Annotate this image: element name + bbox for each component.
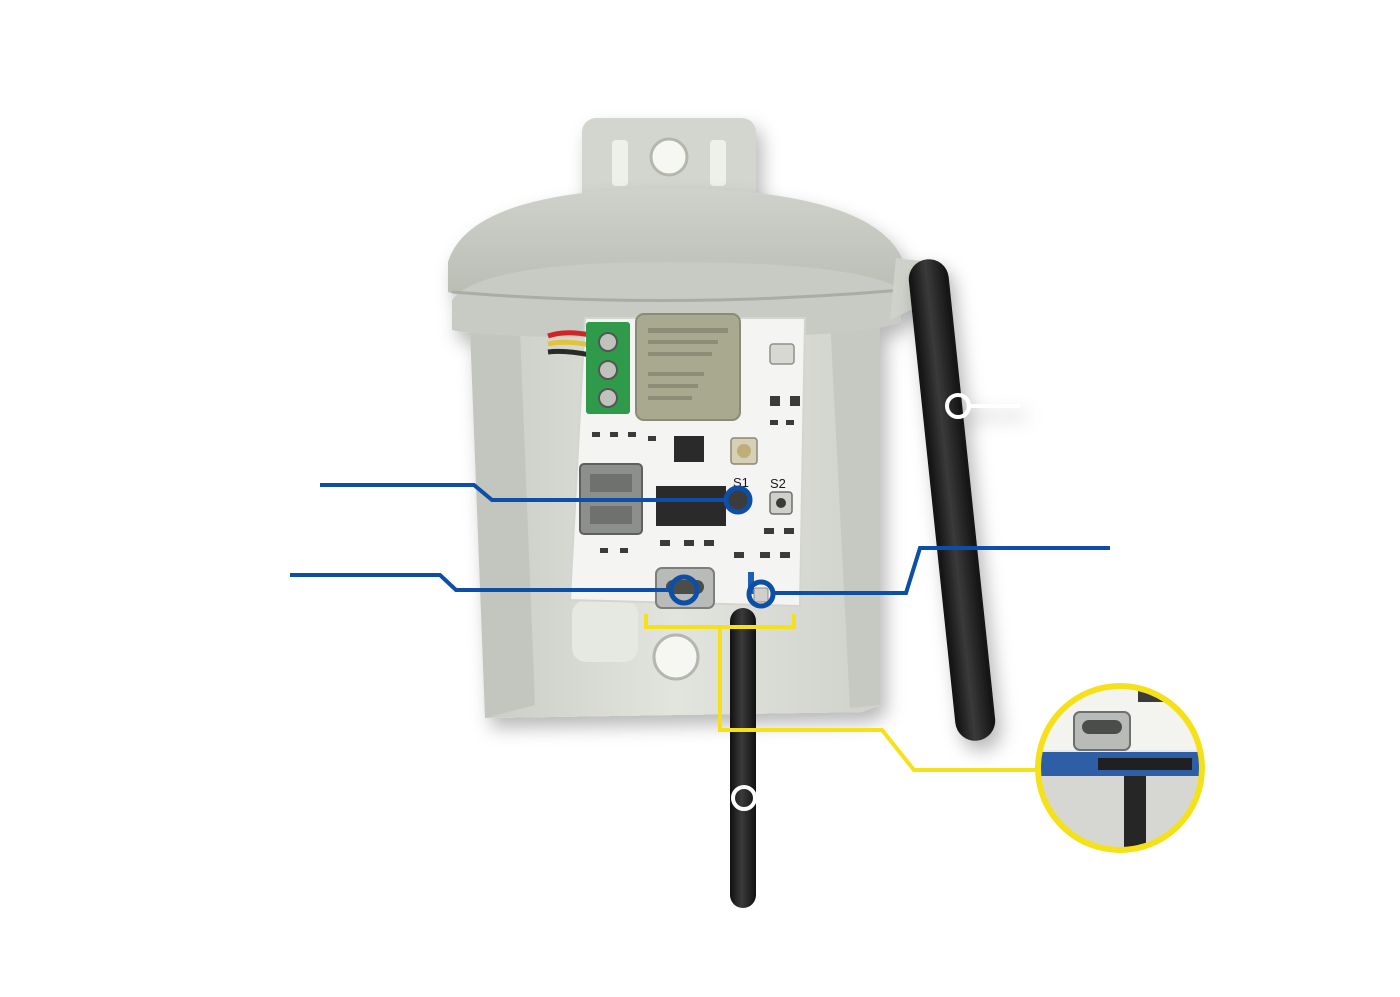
button-s1 xyxy=(728,490,748,510)
mounting-hole-bottom xyxy=(652,633,700,681)
zoom-callout-lines xyxy=(644,614,1040,772)
callout-ring-usb xyxy=(668,574,700,606)
led xyxy=(753,587,769,603)
mounting-hole-top xyxy=(649,137,689,177)
callout-lines xyxy=(290,483,1110,595)
antenna xyxy=(908,259,1020,741)
temperature-probe xyxy=(730,608,757,908)
terminal-block xyxy=(586,322,630,414)
callout-line-usb xyxy=(290,573,672,592)
antenna-callout-dot xyxy=(945,393,971,419)
callout-line-s1 xyxy=(320,483,726,502)
callout-rings xyxy=(668,485,776,609)
s2-label: S2 xyxy=(770,476,786,491)
callout-ring-led xyxy=(746,579,776,609)
zoom-inset xyxy=(1035,683,1205,853)
pcb-board: S1 S2 xyxy=(547,313,807,609)
probe-callout-dot xyxy=(731,785,757,811)
callout-line-led xyxy=(772,546,1110,595)
callout-ring-s1 xyxy=(723,485,753,515)
cellular-module xyxy=(635,313,741,421)
